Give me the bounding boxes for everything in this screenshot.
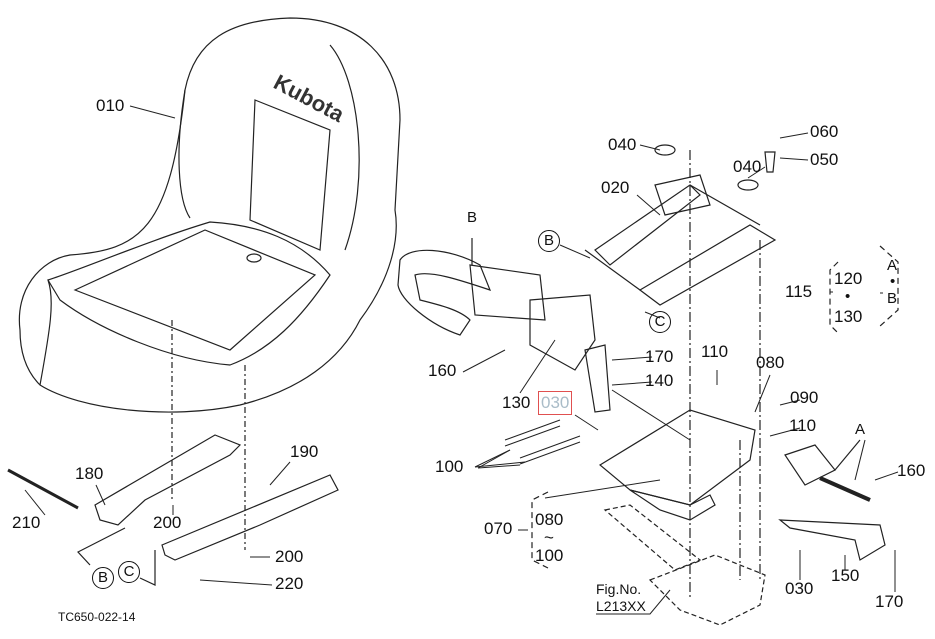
leader-lines — [24, 105, 899, 615]
callout-150[interactable]: 150 — [831, 566, 860, 585]
marker-b-circle: B — [538, 230, 560, 252]
callout-060[interactable]: 060 — [810, 122, 839, 141]
springs-drawing — [477, 419, 581, 469]
marker-c-circle-bottom: C — [118, 561, 140, 583]
base-plate-drawing — [598, 150, 766, 626]
marker-b-circle-bottom: B — [92, 567, 114, 589]
callout-200-b[interactable]: 200 — [275, 547, 304, 566]
marker-b-top: B — [467, 209, 478, 226]
group-brackets — [531, 245, 899, 569]
callout-120[interactable]: 120 — [834, 269, 863, 288]
callout-170-b[interactable]: 170 — [875, 592, 904, 611]
callout-080[interactable]: 080 — [756, 353, 785, 372]
callout-040-b[interactable]: 040 — [733, 157, 762, 176]
seat-drawing — [18, 17, 401, 413]
callout-110-b[interactable]: 110 — [789, 416, 817, 435]
marker-a-top: A — [855, 421, 866, 438]
callout-170[interactable]: 170 — [645, 347, 674, 366]
group-dot: • — [890, 273, 896, 290]
callout-040[interactable]: 040 — [608, 135, 637, 154]
callout-160[interactable]: 160 — [428, 361, 457, 380]
buckle-drawing — [778, 439, 886, 561]
callout-080-range-start[interactable]: 080 — [535, 510, 564, 529]
callout-030-b[interactable]: 030 — [785, 579, 814, 598]
range-tilde: ~ — [544, 528, 554, 547]
seat-rail-drawing — [7, 320, 339, 586]
drawing-code: TC650-022-14 — [58, 610, 136, 624]
marker-b-group: B — [887, 290, 898, 307]
callout-200[interactable]: 200 — [153, 513, 182, 532]
callout-100[interactable]: 100 — [435, 457, 464, 476]
callout-180[interactable]: 180 — [75, 464, 104, 483]
callout-220[interactable]: 220 — [275, 574, 304, 593]
callout-050[interactable]: 050 — [810, 150, 839, 169]
group-dot-2: • — [845, 288, 851, 305]
slide-rail-drawing — [584, 144, 777, 306]
callout-190[interactable]: 190 — [290, 442, 319, 461]
figure-ref-number[interactable]: L213XX — [596, 598, 646, 614]
callout-160-b[interactable]: 160 — [897, 461, 926, 480]
marker-c-circle: C — [649, 311, 671, 333]
figure-ref-label: Fig.No. — [596, 581, 642, 597]
callout-090[interactable]: 090 — [790, 388, 819, 407]
callout-140[interactable]: 140 — [645, 371, 674, 390]
callout-110[interactable]: 110 — [701, 342, 729, 361]
callout-130[interactable]: 130 — [502, 393, 531, 412]
callout-010[interactable]: 010 — [96, 96, 125, 115]
seat-belt-drawing — [397, 238, 611, 413]
callout-030-highlighted[interactable]: 030 — [537, 391, 573, 415]
callout-115[interactable]: 115 — [785, 282, 813, 301]
callout-210[interactable]: 210 — [12, 513, 41, 532]
callout-130-group[interactable]: 130 — [834, 307, 863, 326]
callout-070[interactable]: 070 — [484, 519, 513, 538]
callout-100-range-end[interactable]: 100 — [535, 546, 564, 565]
callout-020[interactable]: 020 — [601, 178, 630, 197]
marker-a-group: A — [887, 257, 898, 274]
